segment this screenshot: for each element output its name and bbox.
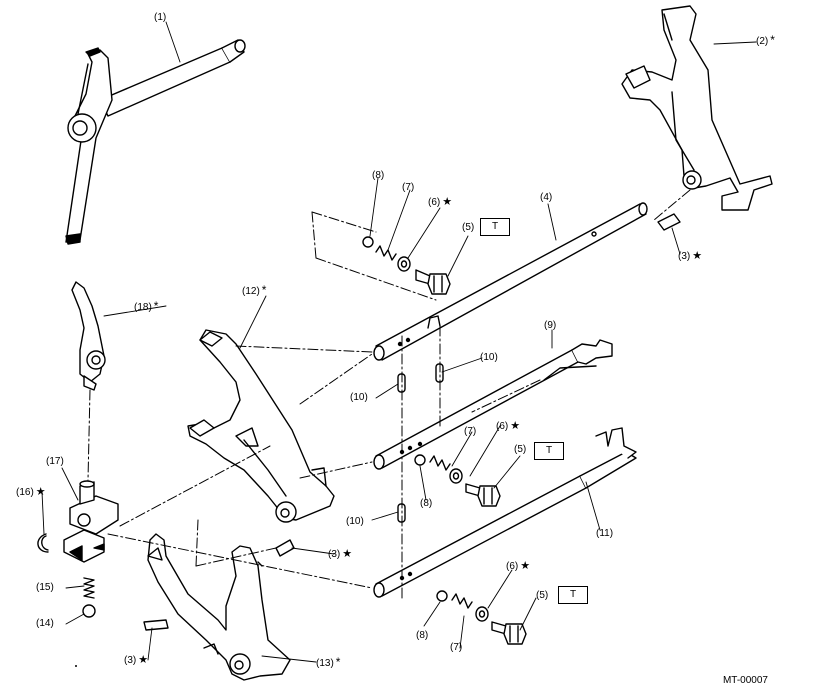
label-part-4: (4) [540,192,553,203]
label-part-16: (16)★ [16,486,46,498]
label-part-7-middle: (7) [464,426,477,437]
part-1-shift-arm [65,39,246,245]
label-part-12: (12)* [242,283,267,297]
detent-set-top [362,236,451,295]
label-part-8-bottom: (8) [416,630,429,641]
label-part-2: (2)* [756,33,775,47]
label-part-13: (13)* [316,655,341,669]
part-11-shift-rod [373,427,637,598]
torque-box-bottom: T [558,586,588,604]
part-14-ball [82,604,96,618]
label-part-7-top: (7) [402,182,415,193]
leader-lines [41,21,757,663]
detent-set-bottom [436,590,527,645]
part-12-shift-fork [187,329,335,523]
label-part-15: (15) [36,582,54,593]
label-part-5-middle: (5) [514,444,527,455]
part-2-shift-fork [621,5,773,211]
label-part-10-right: (10) [480,352,498,363]
label-part-8-top: (8) [372,170,385,181]
detent-set-middle [414,454,501,507]
label-part-6-middle: (6)★ [496,420,521,432]
label-part-7-bottom: (7) [450,642,463,653]
label-part-1: (1) [154,12,167,23]
label-part-3-middle: (3)★ [328,548,353,560]
label-part-10-left: (10) [350,392,368,403]
part-15-spring [83,577,95,599]
part-9-shift-rod [373,339,613,470]
torque-box-top: T [480,218,510,236]
alignment-lines [87,189,691,601]
label-part-6-top: (6)★ [428,196,453,208]
label-part-3-top: (3)★ [678,250,703,262]
label-part-5-bottom: (5) [536,590,549,601]
label-part-5-top: (5) [462,222,475,233]
part-4-shift-rod [373,202,648,361]
label-part-17: (17) [46,456,64,467]
label-part-18: (18)* [134,299,159,313]
part-17-block [63,480,119,563]
label-part-14: (14) [36,618,54,629]
part-16-circlip [37,533,49,553]
label-part-11: (11) [596,528,614,539]
label-part-10-lower: (10) [346,516,364,527]
torque-box-middle: T [534,442,564,460]
figure-code: MT-00007 [722,675,768,686]
part-18-arm [71,281,106,391]
label-part-3-bottom: (3)★ [124,654,149,666]
part-13-shift-fork [147,533,291,681]
label-part-9: (9) [544,320,557,331]
label-part-8-middle: (8) [420,498,433,509]
label-part-6-bottom: (6)★ [506,560,531,572]
